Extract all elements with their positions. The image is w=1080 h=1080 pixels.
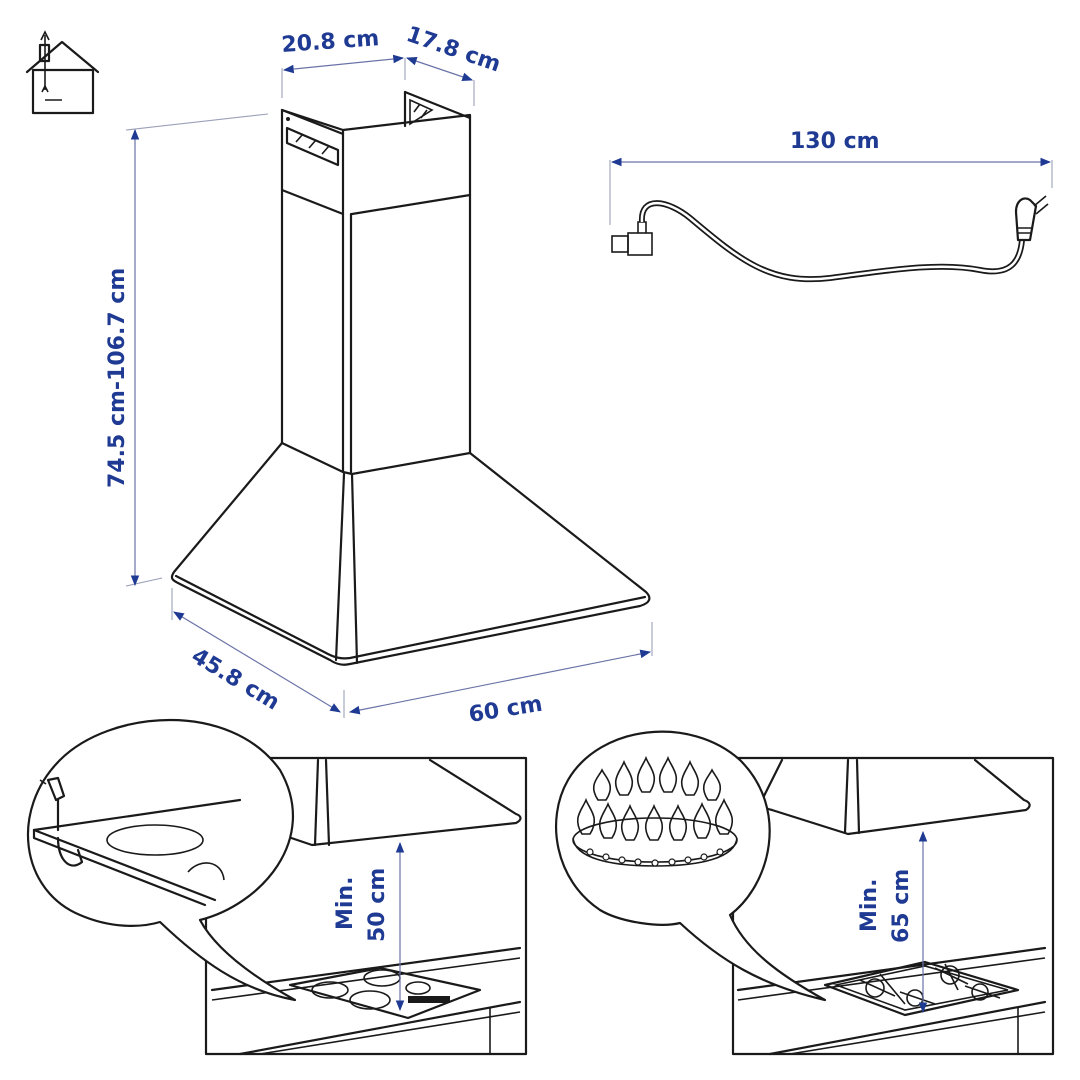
house-vent-outside-icon: [25, 30, 100, 115]
dimension-hood-width: 60 cm: [348, 622, 653, 728]
label-gas-distance: 65 cm: [889, 869, 914, 943]
gas-flame-burner-icon: [572, 755, 738, 867]
label-electric-min: Min.: [333, 877, 358, 930]
label-hood-width: 60 cm: [467, 692, 544, 728]
dimension-chimney-depth: 17.8 cm: [403, 22, 504, 106]
dimension-total-height: 74.5 cm-106.7 cm: [105, 113, 269, 587]
dimension-chimney-width: 20.8 cm: [281, 26, 406, 98]
power-cord-illustration: 130 cm: [609, 129, 1053, 283]
label-electric-distance: 50 cm: [365, 868, 390, 942]
label-gas-min: Min.: [857, 879, 882, 932]
installation-electric-hob: Min. 50 cm: [27, 719, 528, 1056]
hood-illustration: [170, 90, 651, 666]
label-cord-length: 130 cm: [790, 129, 880, 154]
installation-gas-hob: Min. 65 cm: [555, 730, 1055, 1056]
label-hood-depth: 45.8 cm: [187, 644, 284, 716]
label-chimney-depth: 17.8 cm: [403, 22, 504, 78]
label-chimney-width: 20.8 cm: [281, 26, 380, 58]
label-total-height: 74.5 cm-106.7 cm: [105, 268, 130, 488]
